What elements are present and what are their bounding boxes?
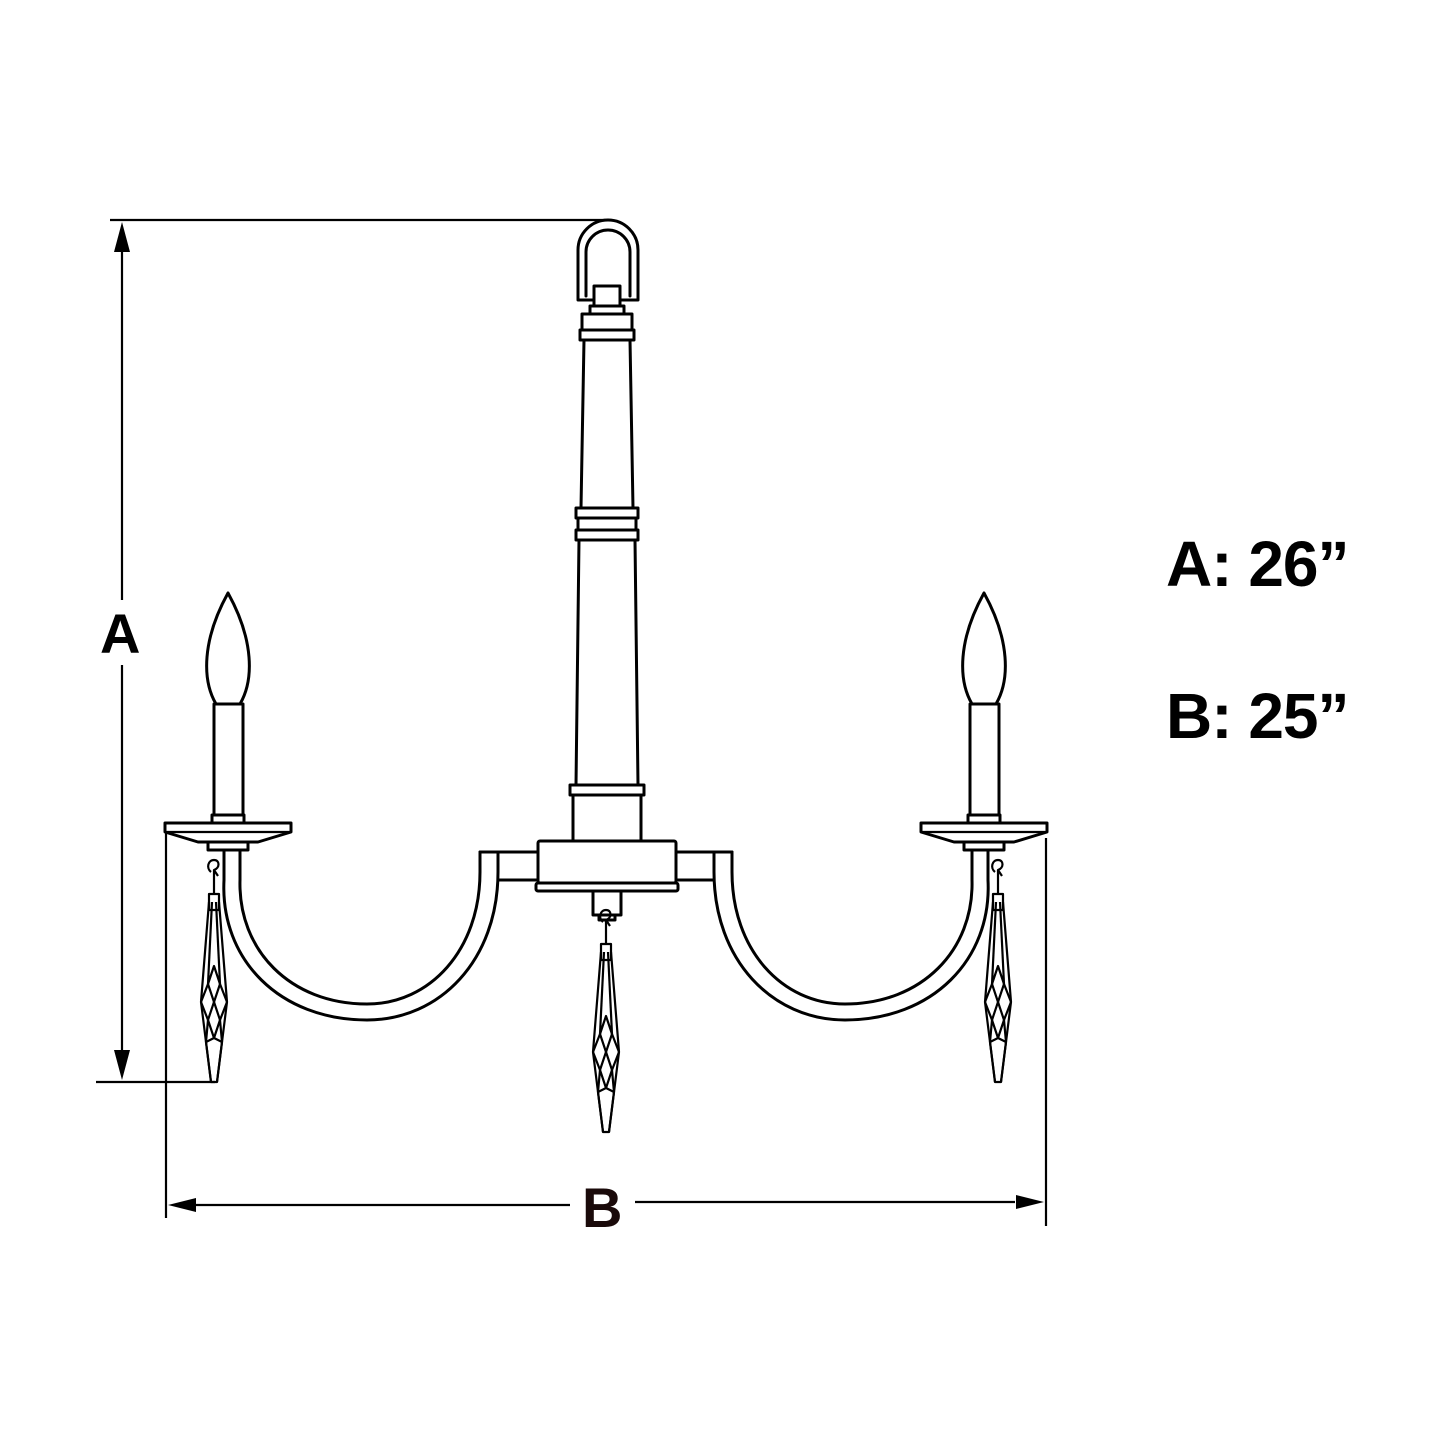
right-candle [919,591,1049,852]
spec-height: A: 26” [1166,528,1349,600]
dimension-b-label: B [582,1176,623,1239]
bulb-icon [961,591,1007,706]
arrow-up-icon [114,222,130,252]
right-arm [670,848,990,1022]
center-hub [534,839,680,922]
left-arm [222,848,542,1022]
dimension-a-label: A [100,602,141,665]
central-column [568,312,646,843]
arrow-right-icon [1016,1195,1044,1209]
dimension-a-lines [96,218,605,1084]
arrow-down-icon [114,1050,130,1080]
center-crystal-pendant [591,908,621,1134]
hanger-loop [576,218,640,316]
arrow-left-icon [168,1198,196,1212]
dimension-b-lines [164,830,1048,1226]
left-candle [163,591,293,852]
bulb-icon [205,591,251,706]
spec-width: B: 25” [1166,680,1349,752]
